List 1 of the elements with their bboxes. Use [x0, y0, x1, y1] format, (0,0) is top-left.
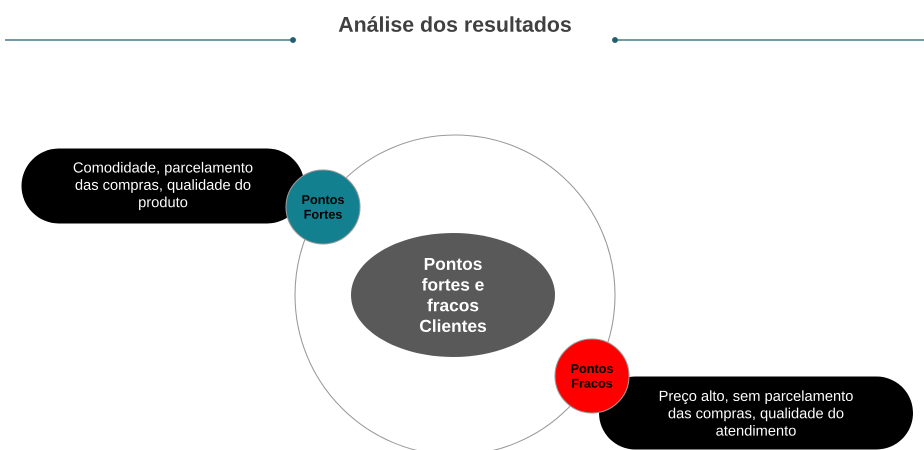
title: Análise dos resultados — [338, 16, 571, 32]
